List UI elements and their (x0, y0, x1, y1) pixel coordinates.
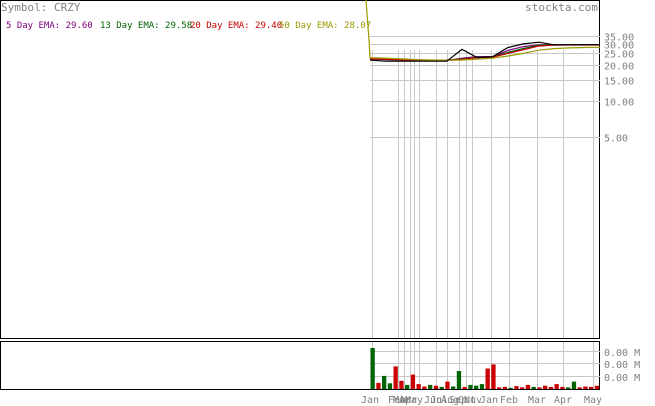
x-tick-label: Jul (430, 395, 448, 406)
x-tick-label: Mar (393, 395, 411, 406)
x-tick-label: Jan (480, 395, 498, 406)
legend-ema5: 5 Day EMA: 29.60 (6, 21, 93, 31)
series-line-50-day-ema (365, 0, 601, 61)
volume-bar (416, 384, 421, 389)
volume-tick-label: 0.00 M (604, 348, 640, 359)
price-panel-frame (0, 0, 600, 339)
x-tick-label: Jun (424, 395, 442, 406)
volume-bar (399, 380, 404, 389)
volume-bar (554, 384, 559, 389)
y-tick-label: 35.00 (604, 33, 634, 44)
ema-lines (365, 0, 601, 62)
volume-bar (508, 387, 513, 389)
volume-bar (520, 387, 525, 389)
volume-bar (387, 383, 393, 389)
volume-bar (566, 387, 571, 389)
volume-bar (479, 384, 485, 389)
volume-bar (370, 348, 375, 389)
brand-link[interactable]: stockta.com (525, 1, 598, 14)
volume-bar (405, 384, 410, 389)
x-tick-label: Oct (458, 395, 476, 406)
y-tick-label: 5.00 (604, 134, 628, 145)
volume-bar (589, 386, 594, 389)
volume-bar (382, 375, 387, 389)
volume-bar (462, 386, 467, 389)
x-tick-label: Mar (528, 395, 546, 406)
volume-bar (514, 386, 519, 389)
y-tick-label: 20.00 (604, 62, 634, 73)
volume-bar (502, 386, 508, 389)
volume-bar (571, 381, 577, 389)
volume-bar (451, 386, 456, 389)
y-tick-label: 15.00 (604, 77, 634, 88)
volume-bar (537, 387, 542, 389)
volume-bar (525, 384, 531, 389)
volume-bar (428, 384, 433, 389)
volume-bar (422, 386, 427, 389)
volume-bar (560, 386, 565, 389)
x-tick-label: Feb (500, 395, 518, 406)
volume-bar (376, 382, 381, 389)
volume-bar (594, 385, 600, 389)
volume-bar (485, 368, 490, 389)
volume-bar (410, 374, 416, 389)
x-tick-label: Apr (399, 395, 417, 406)
volume-bar (583, 386, 588, 389)
grid-lines (370, 36, 600, 389)
volume-bar (577, 387, 582, 389)
y-tick-label: 25.00 (604, 50, 634, 61)
x-tick-label: May (405, 395, 423, 406)
legend-ema20: 20 Day EMA: 29.40 (190, 21, 282, 31)
volume-bar (543, 385, 548, 389)
volume-panel-frame (0, 341, 600, 390)
x-tick-label: Feb (388, 395, 406, 406)
volume-bar (456, 371, 462, 389)
volume-tick-label: 0.00 M (604, 360, 640, 371)
volume-bar (445, 381, 450, 389)
volume-bar (491, 364, 496, 389)
volume-axis-ticks: 0.00 M0.00 M0.00 M (604, 348, 640, 384)
volume-tick-label: 0.00 M (604, 373, 640, 384)
volume-bar (439, 386, 444, 389)
symbol-label: Symbol: CRZY (1, 1, 81, 14)
x-tick-label: Sep (449, 395, 467, 406)
y-tick-label: 10.00 (604, 98, 634, 109)
x-tick-label: Aug (441, 395, 459, 406)
y-tick-label: 30.00 (604, 41, 634, 52)
volume-bar (468, 384, 473, 389)
x-tick-label: Apr (554, 395, 572, 406)
volume-bars (370, 348, 600, 389)
volume-bar (497, 387, 502, 389)
volume-bar (433, 385, 439, 389)
x-tick-label: Jan (361, 395, 379, 406)
legend-ema13: 13 Day EMA: 29.58 (100, 21, 192, 31)
series-line-price (369, 41, 600, 62)
volume-bar (393, 366, 398, 389)
volume-bar (548, 386, 554, 389)
x-tick-label: May (584, 395, 602, 406)
x-tick-label: Nov (464, 395, 482, 406)
legend-ema50: 50 Day EMA: 28.07 (279, 21, 371, 31)
volume-bar (474, 385, 479, 389)
volume-bar (531, 386, 536, 389)
